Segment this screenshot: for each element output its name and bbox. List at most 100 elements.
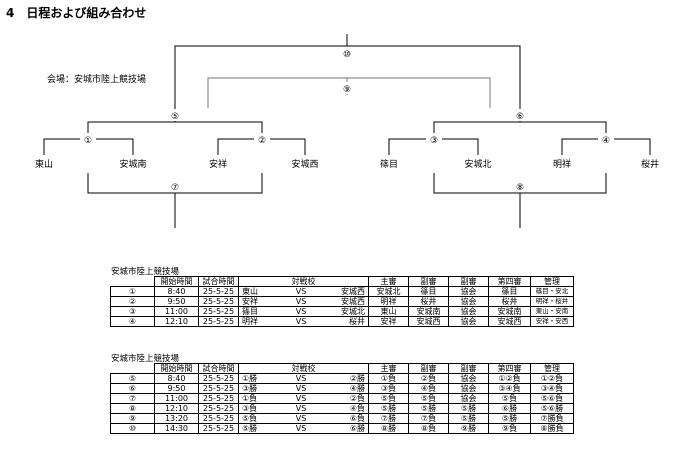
management: ③④負 [530, 383, 574, 394]
team-name: 安城北 [464, 158, 491, 170]
management: 東山・安南 [530, 306, 574, 317]
header-fourth: 第四審 [488, 363, 531, 374]
table-row: ② 9:50 25-5-25 安祥 VS 安城西 明祥 桜井 協会 桜井 明祥・… [110, 296, 574, 307]
chief-referee: ③負 [368, 383, 409, 394]
header-date: 試合時間 [198, 363, 239, 374]
assistant-referee-2: ⑤勝 [448, 413, 489, 424]
header-start: 開始時間 [154, 363, 199, 374]
assistant-referee-2: 協会 [448, 383, 489, 394]
header-sub1: 副審 [408, 363, 449, 374]
game-number-2: ② [258, 136, 266, 146]
chief-referee: 東山 [368, 306, 409, 317]
header-chief: 主審 [368, 363, 409, 374]
assistant-referee-1: ⑧負 [408, 423, 449, 434]
table-row: ⑩ 14:30 25-5-25 ⑤勝 VS ⑥勝 ⑧勝 ⑧負 ⑨勝 ⑨負 ⑧勝負 [110, 423, 574, 434]
table-header-row: 開始時間 試合時間 対戦校 主審 副審 副審 第四審 管理 [111, 276, 574, 287]
start-time: 13:20 [154, 413, 199, 424]
team-b: 安城北 [323, 306, 369, 317]
team-b: ②勝 [323, 373, 369, 384]
semi6-line [433, 121, 607, 139]
header-matchup: 対戦校 [238, 276, 369, 287]
third-place-line [207, 77, 491, 108]
chief-referee: ⑧勝 [368, 423, 409, 434]
team-name: 篠目 [380, 158, 398, 170]
header-fourth: 第四審 [488, 276, 531, 287]
header-sub2: 副審 [448, 276, 489, 287]
team-a: 安祥 [238, 296, 279, 307]
assistant-referee-1: 安城西 [408, 316, 449, 327]
fourth-official: 桜井 [488, 296, 531, 307]
table-row: ⑦ 11:00 25-5-25 ①負 VS ②負 ⑤負 ⑤負 協会 ⑤負 ⑤⑥負 [110, 393, 574, 404]
table-row: ⑤ 8:40 25-5-25 ①勝 VS ②勝 ①負 ②負 協会 ①②負 ①②負 [110, 373, 574, 384]
vs-label: VS [278, 373, 324, 384]
venue-label: 会場：安城市陸上競技場 [47, 75, 147, 85]
game-no: ③ [110, 306, 155, 317]
vs-label: VS [278, 383, 324, 394]
game-no: ① [110, 286, 155, 297]
fourth-official: ③④負 [488, 383, 531, 394]
table-row: ③ 11:00 25-5-25 篠目 VS 安城北 東山 安城南 協会 安城南 … [110, 306, 574, 317]
vs-label: VS [278, 316, 324, 327]
vs-label: VS [278, 296, 324, 307]
assistant-referee-2: 協会 [448, 306, 489, 317]
game-number-7: ⑦ [171, 183, 179, 193]
team-b: ④負 [323, 403, 369, 414]
match-date: 25-5-25 [198, 316, 239, 327]
vs-label: VS [278, 423, 324, 434]
assistant-referee-1: 桜井 [408, 296, 449, 307]
management: ①②負 [530, 373, 574, 384]
team-name: 明祥 [553, 158, 571, 170]
management: ⑤⑥負 [530, 393, 574, 404]
header-start: 開始時間 [154, 276, 199, 287]
team-a: 東山 [238, 286, 279, 297]
team-a: ③負 [238, 403, 279, 414]
chief-referee: ⑦勝 [368, 413, 409, 424]
vs-label: VS [278, 413, 324, 424]
chief-referee: 明祥 [368, 296, 409, 307]
management: 篠目・安北 [530, 286, 574, 297]
team-b: ④勝 [323, 383, 369, 394]
assistant-referee-1: ②負 [408, 373, 449, 384]
game-no: ⑨ [110, 413, 155, 424]
fourth-official: ⑤負 [488, 393, 531, 404]
header-matchup: 対戦校 [238, 363, 369, 374]
header-manage: 管理 [530, 363, 574, 374]
game-number-3: ③ [430, 136, 438, 146]
assistant-referee-1: ④負 [408, 383, 449, 394]
game-no: ⑩ [110, 423, 155, 434]
assistant-referee-2: ⑨勝 [448, 423, 489, 434]
game-number-6: ⑥ [516, 112, 524, 122]
management: ⑦勝負 [530, 413, 574, 424]
fourth-official: 安城南 [488, 306, 531, 317]
start-time: 12:10 [154, 316, 199, 327]
game-number-4: ④ [602, 136, 610, 146]
start-time: 9:50 [154, 383, 199, 394]
team-a: 篠目 [238, 306, 279, 317]
management: 安祥・安西 [530, 316, 574, 327]
team-b: 安城西 [323, 286, 369, 297]
game-number-9: ⑨ [343, 85, 351, 95]
match-date: 25-5-25 [198, 383, 239, 394]
team-a: ⑤負 [238, 413, 279, 424]
assistant-referee-1: 篠目 [408, 286, 449, 297]
team-a: ①勝 [238, 373, 279, 384]
start-time: 11:00 [154, 393, 199, 404]
team-name: 安城西 [291, 158, 318, 170]
team-b: ②負 [323, 393, 369, 404]
section-title: 日程および組み合わせ [26, 6, 147, 20]
team-name: 桜井 [641, 158, 659, 170]
game-number-8: ⑧ [516, 183, 524, 193]
schedule-table-2: 開始時間 試合時間 対戦校 主審 副審 副審 第四審 管理 ⑤ 8:40 25-… [110, 363, 574, 434]
team-b: 桜井 [323, 316, 369, 327]
table1-caption: 安城市陸上競技場 [111, 267, 180, 277]
chief-referee: ⑤勝 [368, 403, 409, 414]
management: ⑤⑥勝 [530, 403, 574, 414]
game-no: ⑦ [110, 393, 155, 404]
team-b: ⑥負 [323, 413, 369, 424]
table-row: ① 8:40 25-5-25 東山 VS 安城西 安城北 篠目 協会 篠目 篠目… [110, 286, 574, 297]
management: 明祥・桜井 [530, 296, 574, 307]
vs-label: VS [278, 393, 324, 404]
fourth-official: 篠目 [488, 286, 531, 297]
table-row: ④ 12:10 25-5-25 明祥 VS 桜井 安祥 安城西 協会 安城西 安… [110, 316, 574, 327]
